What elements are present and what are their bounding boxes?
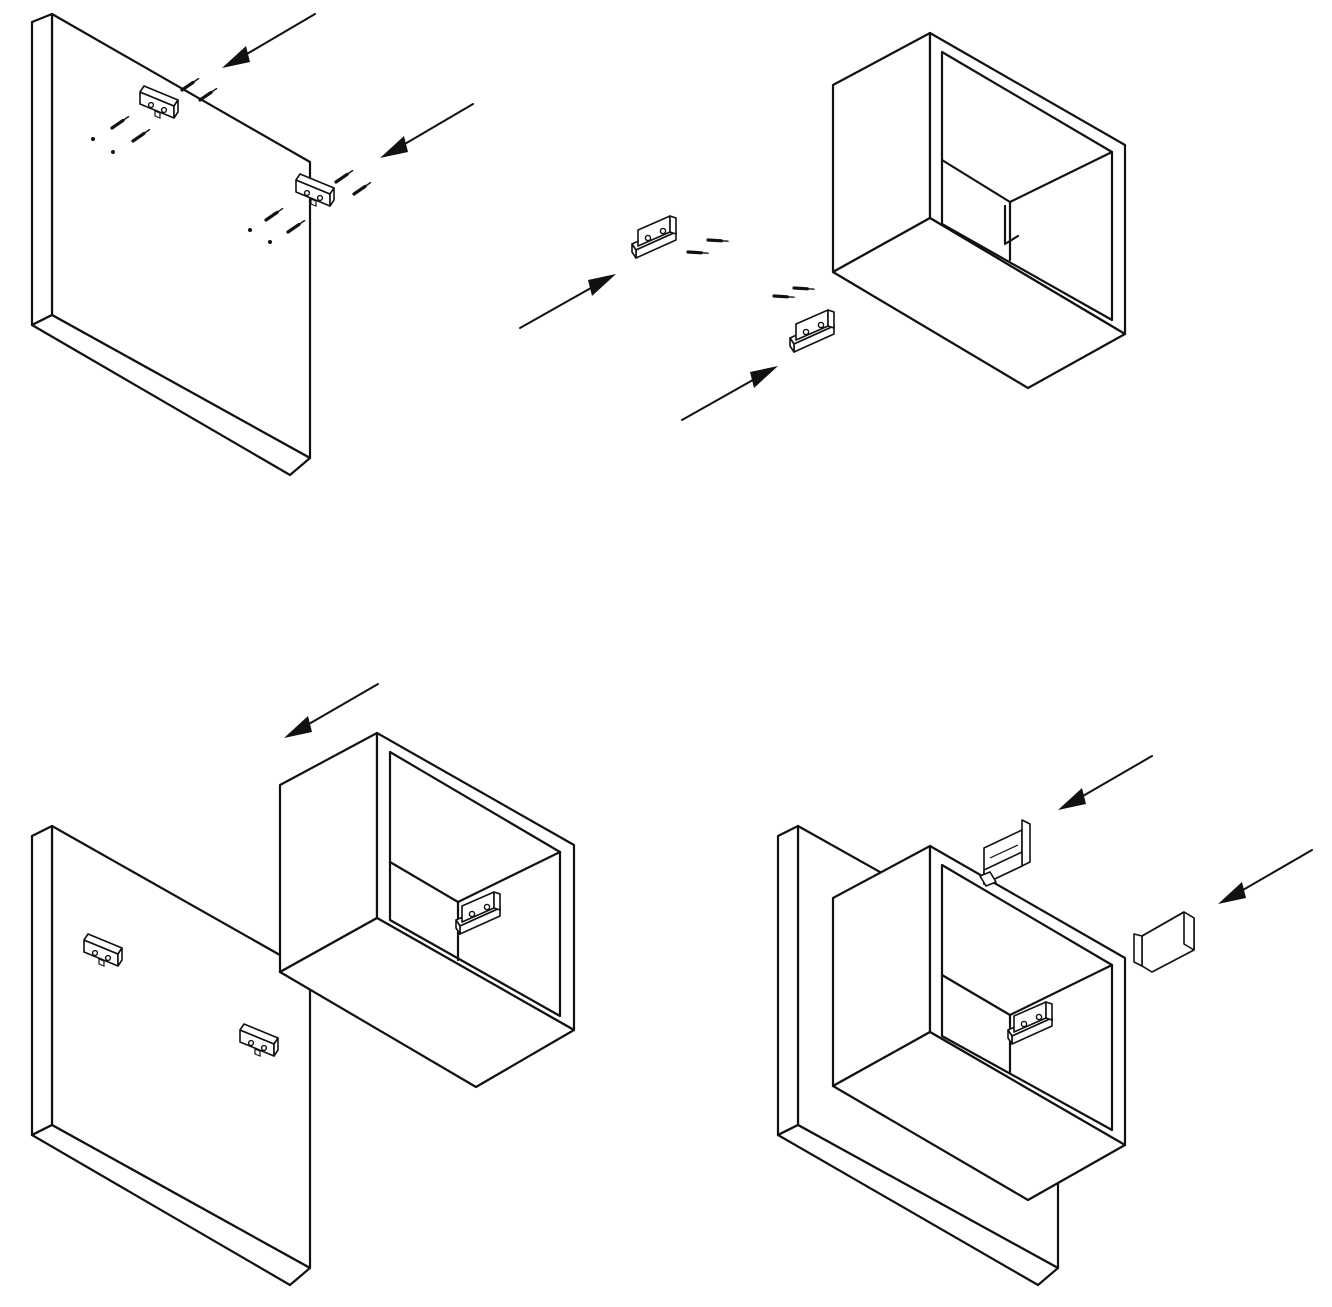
drill-hole [248, 228, 252, 232]
cabinet-opening [940, 50, 1114, 322]
door-bottom-edge [776, 1123, 1060, 1287]
screw [772, 286, 796, 307]
drill-hole [91, 137, 95, 141]
step-1-door-panel [30, 12, 474, 477]
drill-hole [268, 240, 272, 244]
step-2-cabinet-box [519, 31, 1127, 421]
hinge-arm-upper [631, 215, 677, 259]
screw [686, 242, 710, 263]
cabinet-opening [940, 863, 1114, 1132]
screw [792, 278, 816, 299]
screw [351, 180, 374, 196]
cabinet-opening [388, 750, 562, 1018]
door-left-edge [776, 824, 800, 1137]
step-4-assembled [776, 755, 1313, 1287]
step-3-separated [30, 683, 576, 1287]
screw [197, 86, 220, 102]
cabinet-bottom [831, 1030, 1127, 1202]
arrow-icon [380, 103, 474, 158]
arrow-icon [284, 683, 379, 738]
drill-hole [111, 150, 115, 154]
screw [706, 230, 730, 251]
screw [179, 76, 202, 92]
top-clip [979, 819, 1031, 887]
cabinet-bottom [831, 216, 1127, 390]
cabinet-bottom [278, 916, 576, 1089]
hinge-arm-lower [789, 309, 835, 353]
arrow-icon [519, 274, 616, 329]
arrow-icon [222, 13, 316, 68]
cover-cap [1133, 911, 1195, 973]
door-left-edge [30, 824, 54, 1137]
arrow-icon [1058, 755, 1153, 810]
door-bottom-edge [30, 1123, 312, 1287]
arrow-icon [1218, 849, 1313, 904]
screw [333, 168, 356, 184]
door-bottom-edge [30, 313, 312, 477]
arrow-icon [681, 366, 778, 421]
door-left-edge [30, 12, 54, 327]
